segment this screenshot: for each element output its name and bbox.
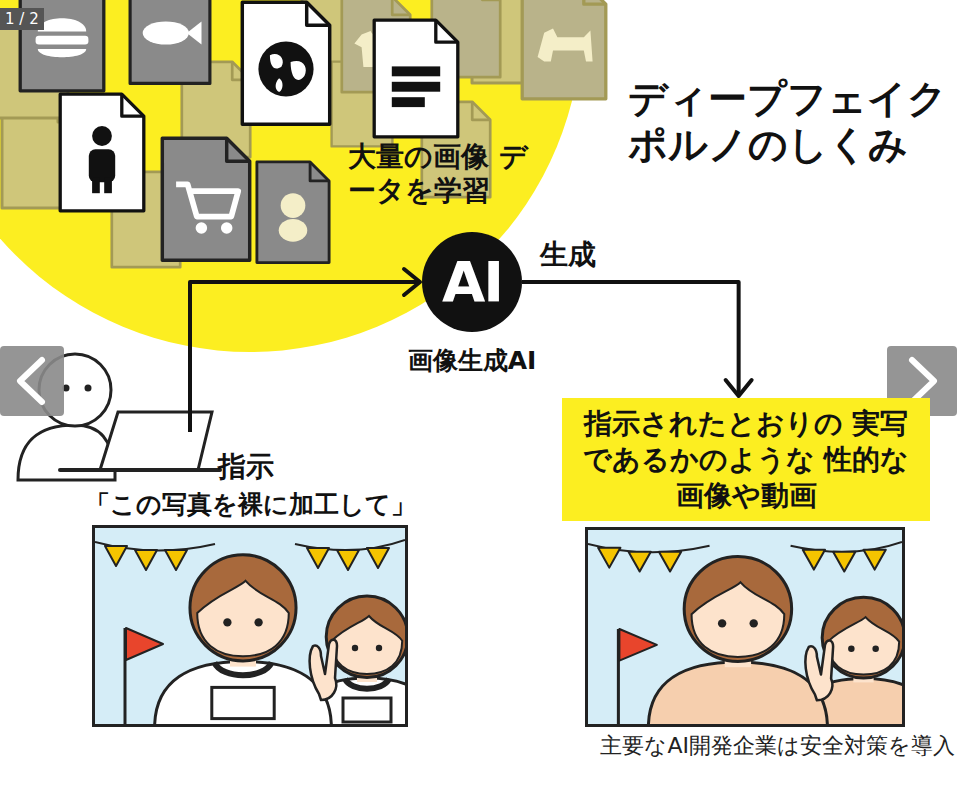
flow-arrow xyxy=(190,269,420,432)
model-name: 画像生成AI xyxy=(408,344,537,377)
flow-line xyxy=(522,282,739,396)
flow-arrow xyxy=(522,282,752,396)
generated-image xyxy=(588,530,902,724)
instruction-text: 「この写真を裸に加工して」 xyxy=(85,488,415,521)
data-documents xyxy=(0,0,606,267)
training-note: 大量の画像 データを学習 xyxy=(348,140,543,208)
footnote: 主要なAI開発企業は安全対策を導入 xyxy=(600,731,955,761)
photo-frame xyxy=(92,525,408,727)
output-photo-panel xyxy=(585,527,905,727)
output-description-box: 指示されたとおりの 実写であるかのような 性的な画像や動画 xyxy=(562,398,930,521)
diagram-title: ディープフェイク ポルノのしくみ xyxy=(628,76,963,168)
nav-left-button xyxy=(0,346,64,416)
flow-line xyxy=(190,282,420,432)
ai-label: AI xyxy=(442,254,502,310)
ai-circle: AI画像生成AI xyxy=(422,232,522,332)
edge-label: 生成 xyxy=(540,236,596,274)
arrowhead xyxy=(404,269,420,295)
photo-frame xyxy=(585,527,905,727)
arrowhead xyxy=(726,380,752,396)
page-counter: 1 / 2 xyxy=(0,8,44,30)
yellow-circle xyxy=(0,0,582,352)
input-photo-panel: 指示「この写真を裸に加工して」 xyxy=(85,432,415,727)
instruction-heading: 指示 xyxy=(218,448,274,486)
result-text: 指示されたとおりの 実写であるかのような 性的な画像や動画 xyxy=(572,406,920,513)
original-photo xyxy=(95,528,405,724)
